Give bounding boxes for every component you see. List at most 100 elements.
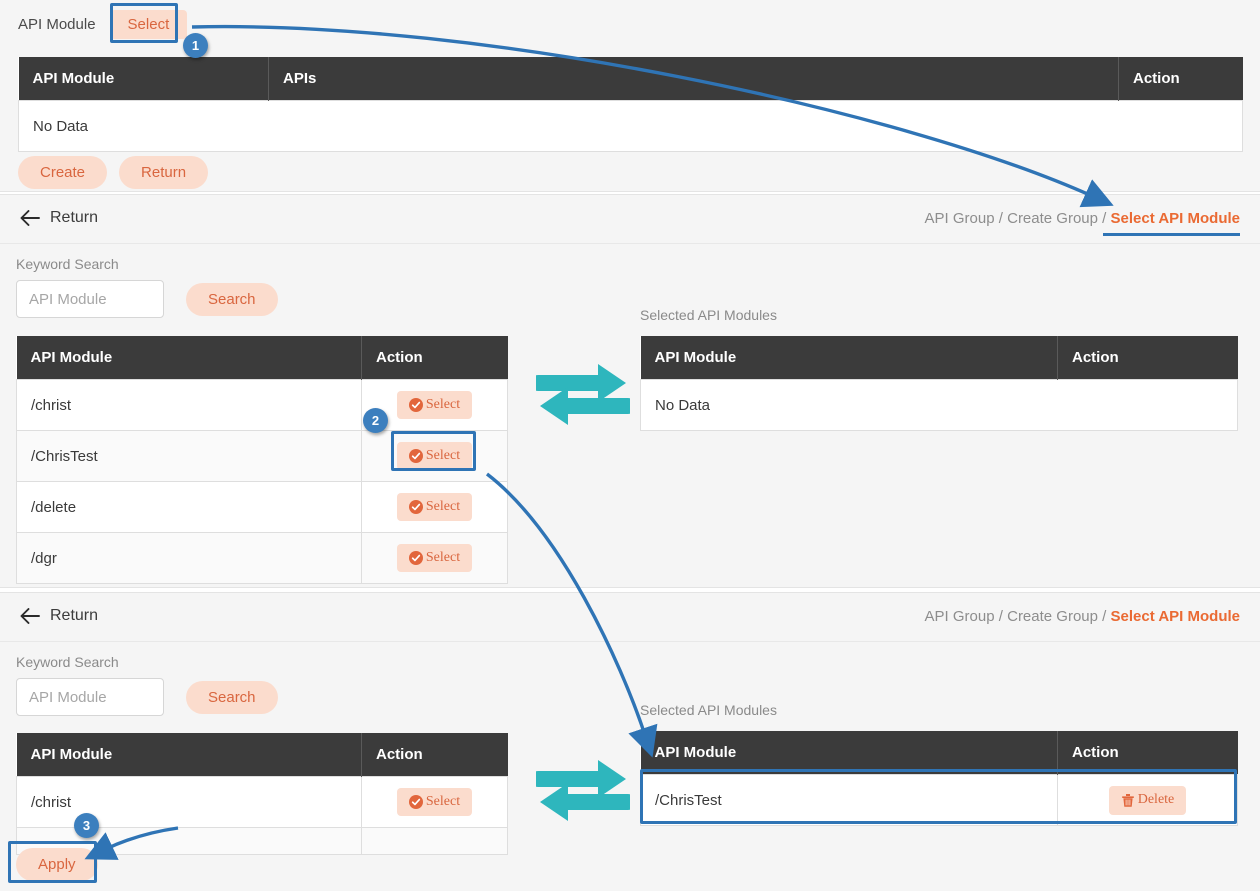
row-select-label: Select: [425, 397, 461, 412]
apply-button[interactable]: Apply: [16, 848, 98, 881]
crumb-underline: [1102, 232, 1240, 236]
mid-search-label: Keyword Search: [16, 256, 119, 272]
crumb-sep-2: /: [1102, 209, 1107, 227]
table-row: /ChrisTest Select: [16, 430, 508, 482]
table-header-row: API Module Action: [640, 336, 1238, 380]
mid-search-input[interactable]: [16, 280, 164, 318]
col-action: Action: [1057, 731, 1238, 775]
crumb-create-group[interactable]: Create Group: [1007, 209, 1098, 227]
arrow-left-icon: [540, 783, 636, 821]
row-select-label: Select: [425, 550, 461, 565]
create-button[interactable]: Create: [18, 156, 108, 189]
check-circle-icon: [408, 551, 423, 565]
table-row: /christ Select: [16, 379, 508, 431]
mid-search-line: Search: [16, 280, 1244, 318]
col-api-module: API Module: [640, 731, 1058, 775]
trash-icon: [1121, 793, 1135, 808]
no-data-text: No Data: [640, 379, 1238, 431]
api-module-panel: API Module Select API Module APIs Action…: [0, 0, 1260, 192]
table-row: /christ Select: [16, 776, 508, 828]
mid-return-bar: Return API Group / Create Group / Select…: [0, 195, 1260, 244]
cell-module: /delete: [16, 481, 362, 533]
bottom-return-link[interactable]: Return: [20, 607, 98, 625]
bottom-search-line: Search: [16, 678, 1244, 716]
row-delete-label: Delete: [1137, 792, 1175, 807]
row-select-button[interactable]: Select: [396, 544, 473, 572]
bottom-selected-title: Selected API Modules: [640, 702, 777, 718]
mid-search-block: Keyword Search Search: [0, 244, 1260, 318]
cell-module: /christ: [16, 776, 362, 828]
col-action: Action: [361, 336, 508, 380]
check-circle-icon: [408, 795, 423, 809]
bottom-search-input[interactable]: [16, 678, 164, 716]
table-row: /dgr Select: [16, 532, 508, 584]
select-api-module-button[interactable]: Select: [109, 10, 188, 39]
table-row: /ChrisTest Delete: [640, 774, 1238, 826]
table-header-row: API Module Action: [16, 733, 508, 777]
mid-selected-title: Selected API Modules: [640, 307, 777, 323]
row-select-button-highlighted[interactable]: Select: [396, 442, 473, 470]
select-api-module-panel: Return API Group / Create Group / Select…: [0, 194, 1260, 588]
crumb-api-group[interactable]: API Group: [924, 209, 995, 227]
mid-available-modules-table: API Module Action /christ Select: [16, 336, 508, 584]
cell-module: /dgr: [16, 532, 362, 584]
row-select-label: Select: [425, 794, 461, 809]
crumb-sep-1: /: [998, 209, 1003, 227]
bottom-search-label: Keyword Search: [16, 654, 119, 670]
check-circle-icon: [408, 500, 423, 514]
bottom-selected-modules-table: API Module Action /ChrisTest: [640, 731, 1238, 826]
col-api-module: API Module: [18, 57, 269, 101]
step-badge-2: 2: [363, 408, 388, 433]
arrow-right-icon: [530, 760, 626, 798]
api-module-table: API Module APIs Action No Data: [18, 57, 1243, 152]
crumb-sep-2: /: [1102, 607, 1107, 625]
table-empty-row: No Data: [18, 100, 1243, 152]
check-circle-icon: [408, 449, 423, 463]
table-empty-row: No Data: [640, 379, 1238, 431]
mid-search-button[interactable]: Search: [186, 282, 278, 316]
row-select-button[interactable]: Select: [396, 391, 473, 419]
bottom-swap-arrows: [530, 757, 636, 834]
bottom-available-modules-table: API Module Action /christ Select: [16, 733, 508, 855]
crumb-current: Select API Module: [1110, 209, 1240, 227]
row-select-label: Select: [425, 499, 461, 514]
no-data-text: No Data: [18, 100, 1243, 152]
bottom-search-block: Keyword Search Search: [0, 642, 1260, 716]
cell-module: /ChrisTest: [640, 774, 1058, 826]
select-api-module-panel-applied: Return API Group / Create Group / Select…: [0, 592, 1260, 891]
mid-return-link[interactable]: Return: [20, 209, 98, 227]
col-action: Action: [361, 733, 508, 777]
bottom-breadcrumb: API Group / Create Group / Select API Mo…: [925, 608, 1240, 625]
col-action: Action: [1118, 57, 1243, 101]
mid-breadcrumb: API Group / Create Group / Select API Mo…: [924, 209, 1240, 236]
table-header-row: API Module APIs Action: [18, 57, 1243, 101]
step-badge-1: 1: [183, 33, 208, 58]
row-select-button[interactable]: Select: [396, 788, 473, 816]
api-module-label: API Module: [18, 16, 96, 33]
top-panel-actions: Create Return: [0, 146, 226, 195]
row-select-button[interactable]: Select: [396, 493, 473, 521]
bottom-search-button[interactable]: Search: [186, 680, 278, 714]
col-api-module: API Module: [640, 336, 1058, 380]
bottom-return-label: Return: [50, 607, 99, 624]
col-action: Action: [1057, 336, 1238, 380]
table-header-row: API Module Action: [640, 731, 1238, 775]
crumb-sep-1: /: [998, 607, 1003, 625]
mid-available-rows: /christ Select /ChrisTest: [16, 379, 508, 584]
mid-selected-modules-table: API Module Action No Data: [640, 336, 1238, 431]
col-api-module: API Module: [16, 336, 362, 380]
col-apis: APIs: [268, 57, 1119, 101]
api-module-field-row: API Module Select: [0, 0, 1260, 45]
row-delete-button[interactable]: Delete: [1108, 785, 1187, 815]
arrow-left-icon: [20, 210, 40, 226]
bottom-return-bar: Return API Group / Create Group / Select…: [0, 593, 1260, 642]
crumb-api-group[interactable]: API Group: [924, 607, 995, 625]
table-row: /delete Select: [16, 481, 508, 533]
crumb-create-group[interactable]: Create Group: [1007, 607, 1098, 625]
mid-return-label: Return: [50, 209, 99, 226]
step-badge-3: 3: [74, 813, 99, 838]
arrow-left-icon: [20, 608, 40, 624]
check-circle-icon: [408, 398, 423, 412]
return-button[interactable]: Return: [119, 156, 209, 189]
